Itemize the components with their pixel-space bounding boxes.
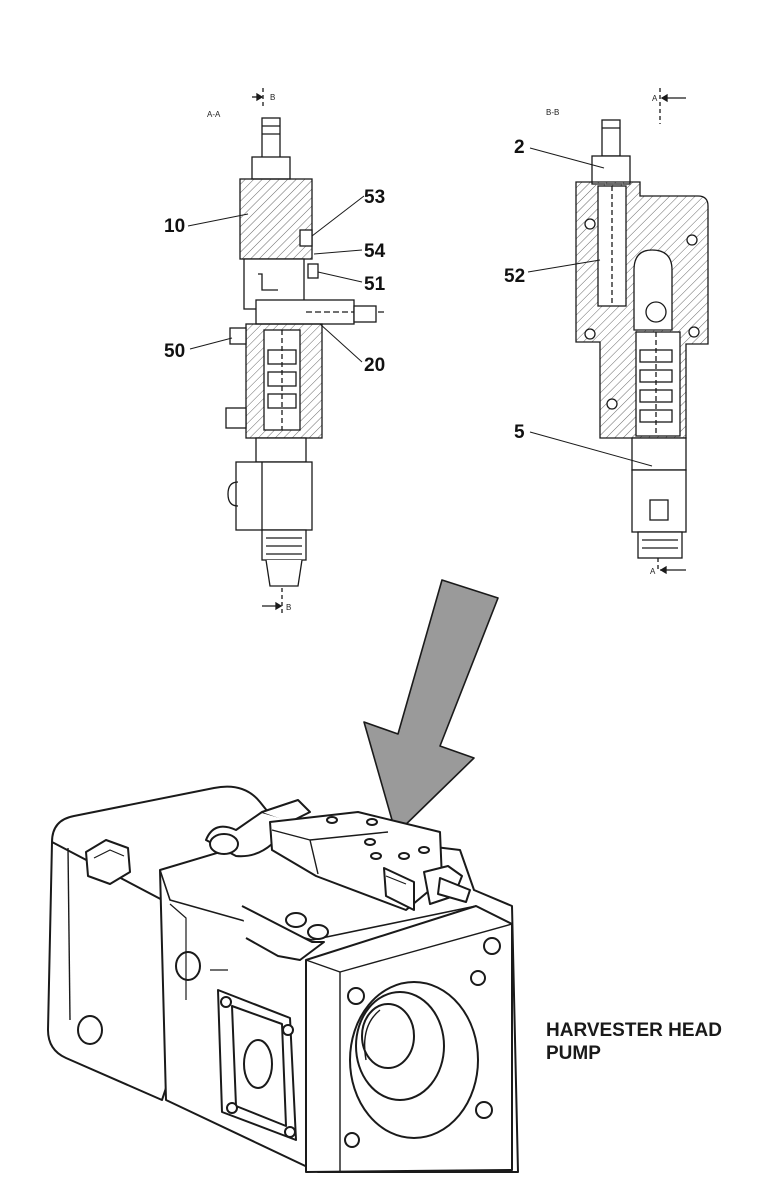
section-view-b-b: B-B A xyxy=(546,88,709,576)
cut-marker-top-left-label: B xyxy=(270,93,275,102)
callout-2: 2 xyxy=(514,137,525,158)
right-callouts xyxy=(527,147,653,467)
callout-53: 53 xyxy=(364,187,385,208)
cut-marker-top-right: A xyxy=(652,88,686,124)
left-callouts xyxy=(187,195,365,363)
cut-marker-top-left: B xyxy=(252,88,275,108)
pointer-arrow xyxy=(363,579,499,835)
callout-20: 20 xyxy=(364,355,385,376)
cut-marker-bottom-right-label: A xyxy=(650,567,656,576)
cut-marker-top-right-label: A xyxy=(652,94,658,103)
callout-52: 52 xyxy=(504,266,525,287)
callout-5: 5 xyxy=(514,422,525,443)
section-label-a-a: A-A xyxy=(207,110,221,119)
callout-50: 50 xyxy=(164,341,185,362)
cut-marker-bottom-left: B xyxy=(262,588,291,614)
pump-caption-line-2: PUMP xyxy=(546,1043,601,1064)
section-view-a-a: A-A B xyxy=(207,88,386,614)
callout-54: 54 xyxy=(364,241,386,262)
cut-marker-bottom-left-label: B xyxy=(286,603,291,612)
pump-caption-line-1: HARVESTER HEAD xyxy=(546,1020,722,1041)
section-label-b-b: B-B xyxy=(546,108,559,117)
harvester-head-pump-illustration xyxy=(47,785,519,1173)
cut-marker-bottom-right: A xyxy=(650,565,686,576)
callout-10: 10 xyxy=(164,216,185,237)
pump-caption: HARVESTER HEAD PUMP xyxy=(546,1019,756,1065)
callout-51: 51 xyxy=(364,274,386,295)
